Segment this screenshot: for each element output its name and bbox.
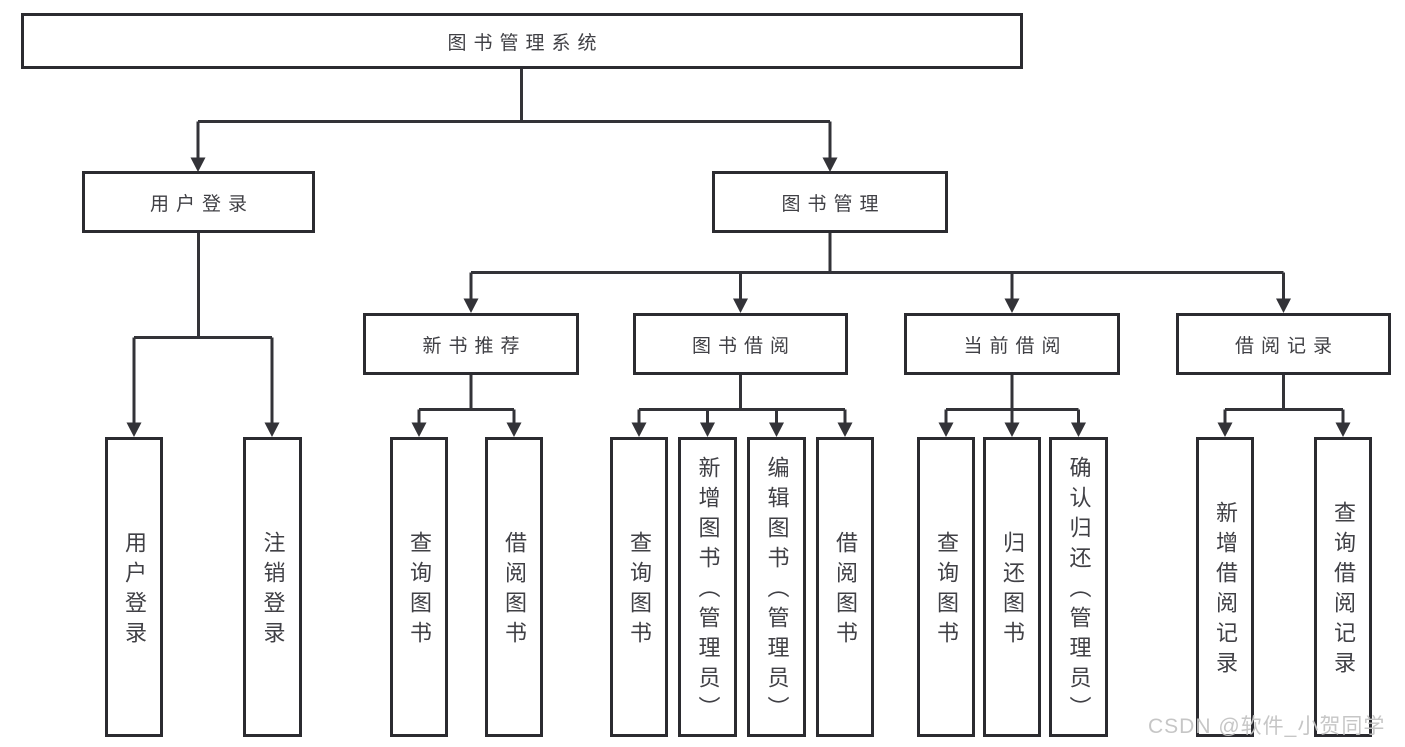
leaf-query-books-borrow-label: 查询图书: [627, 531, 652, 651]
leaf-confirm-return-admin-label: 确认归还（管理员）: [1066, 456, 1092, 726]
node-root-label: 图书管理系统: [447, 32, 604, 54]
connector-borrow-records-to-leaves: [1223, 375, 1345, 423]
leaf-logout: 注销登录: [243, 437, 302, 737]
node-new-book-recommend-label: 新书推荐: [422, 335, 527, 357]
leaf-borrow-books-recommend: 借阅图书: [485, 437, 543, 737]
node-borrow-records-label: 借阅记录: [1234, 335, 1339, 357]
leaf-return-book-label: 归还图书: [1000, 531, 1025, 651]
leaf-borrow-books-recommend-label: 借阅图书: [502, 531, 527, 651]
leaf-borrow-books: 借阅图书: [816, 437, 874, 737]
arrowheads-new-book-leaves: [411, 422, 522, 437]
connector-root-to-level1: [196, 68, 832, 159]
leaf-return-book: 归还图书: [983, 437, 1041, 737]
node-user-login: 用户登录: [82, 171, 315, 233]
arrowheads-current-borrow-leaves: [938, 422, 1086, 437]
connector-new-book-to-leaves: [417, 375, 516, 423]
connector-book-borrow-to-leaves: [637, 375, 847, 423]
leaf-edit-book-admin-label: 编辑图书（管理员）: [764, 456, 790, 726]
leaf-query-borrow-record-label: 查询借阅记录: [1331, 501, 1356, 681]
leaf-borrow-books-label: 借阅图书: [833, 531, 858, 651]
leaf-user-login: 用户登录: [105, 437, 163, 737]
node-borrow-records: 借阅记录: [1176, 313, 1391, 375]
leaf-add-borrow-record-label: 新增借阅记录: [1213, 501, 1238, 681]
csdn-watermark: CSDN @软件_小贺同学: [1148, 715, 1386, 738]
node-book-management-label: 图书管理: [781, 193, 886, 215]
node-book-borrow: 图书借阅: [633, 313, 848, 375]
node-user-login-label: 用户登录: [149, 193, 254, 215]
node-current-borrow: 当前借阅: [904, 313, 1120, 375]
arrowheads-borrow-records-leaves: [1217, 422, 1351, 437]
leaf-query-books-current-label: 查询图书: [934, 531, 959, 651]
leaf-add-book-admin: 新增图书（管理员）: [678, 437, 737, 737]
leaf-edit-book-admin: 编辑图书（管理员）: [747, 437, 806, 737]
leaf-query-borrow-record: 查询借阅记录: [1314, 437, 1372, 737]
leaf-logout-label: 注销登录: [260, 531, 286, 651]
leaf-query-books-recommend: 查询图书: [390, 437, 448, 737]
leaf-query-books-borrow: 查询图书: [610, 437, 668, 737]
leaf-confirm-return-admin: 确认归还（管理员）: [1049, 437, 1108, 737]
node-new-book-recommend: 新书推荐: [363, 313, 579, 375]
leaf-add-borrow-record: 新增借阅记录: [1196, 437, 1254, 737]
node-book-management: 图书管理: [712, 171, 948, 233]
arrowheads-book-borrow-leaves: [631, 422, 853, 437]
connector-book-mgmt-to-level2: [469, 233, 1285, 299]
node-root: 图书管理系统: [21, 13, 1023, 69]
arrowheads-level2: [463, 298, 1291, 313]
connector-current-borrow-to-leaves: [944, 375, 1080, 423]
arrowheads-level1: [190, 157, 838, 172]
connector-user-login-to-leaves: [132, 233, 274, 423]
leaf-user-login-label: 用户登录: [122, 531, 147, 651]
arrowheads-user-login-leaves: [126, 422, 280, 437]
leaf-add-book-admin-label: 新增图书（管理员）: [695, 456, 721, 726]
node-book-borrow-label: 图书借阅: [691, 335, 796, 357]
leaf-query-books-current: 查询图书: [917, 437, 975, 737]
node-current-borrow-label: 当前借阅: [963, 335, 1068, 357]
leaf-query-books-recommend-label: 查询图书: [407, 531, 432, 651]
